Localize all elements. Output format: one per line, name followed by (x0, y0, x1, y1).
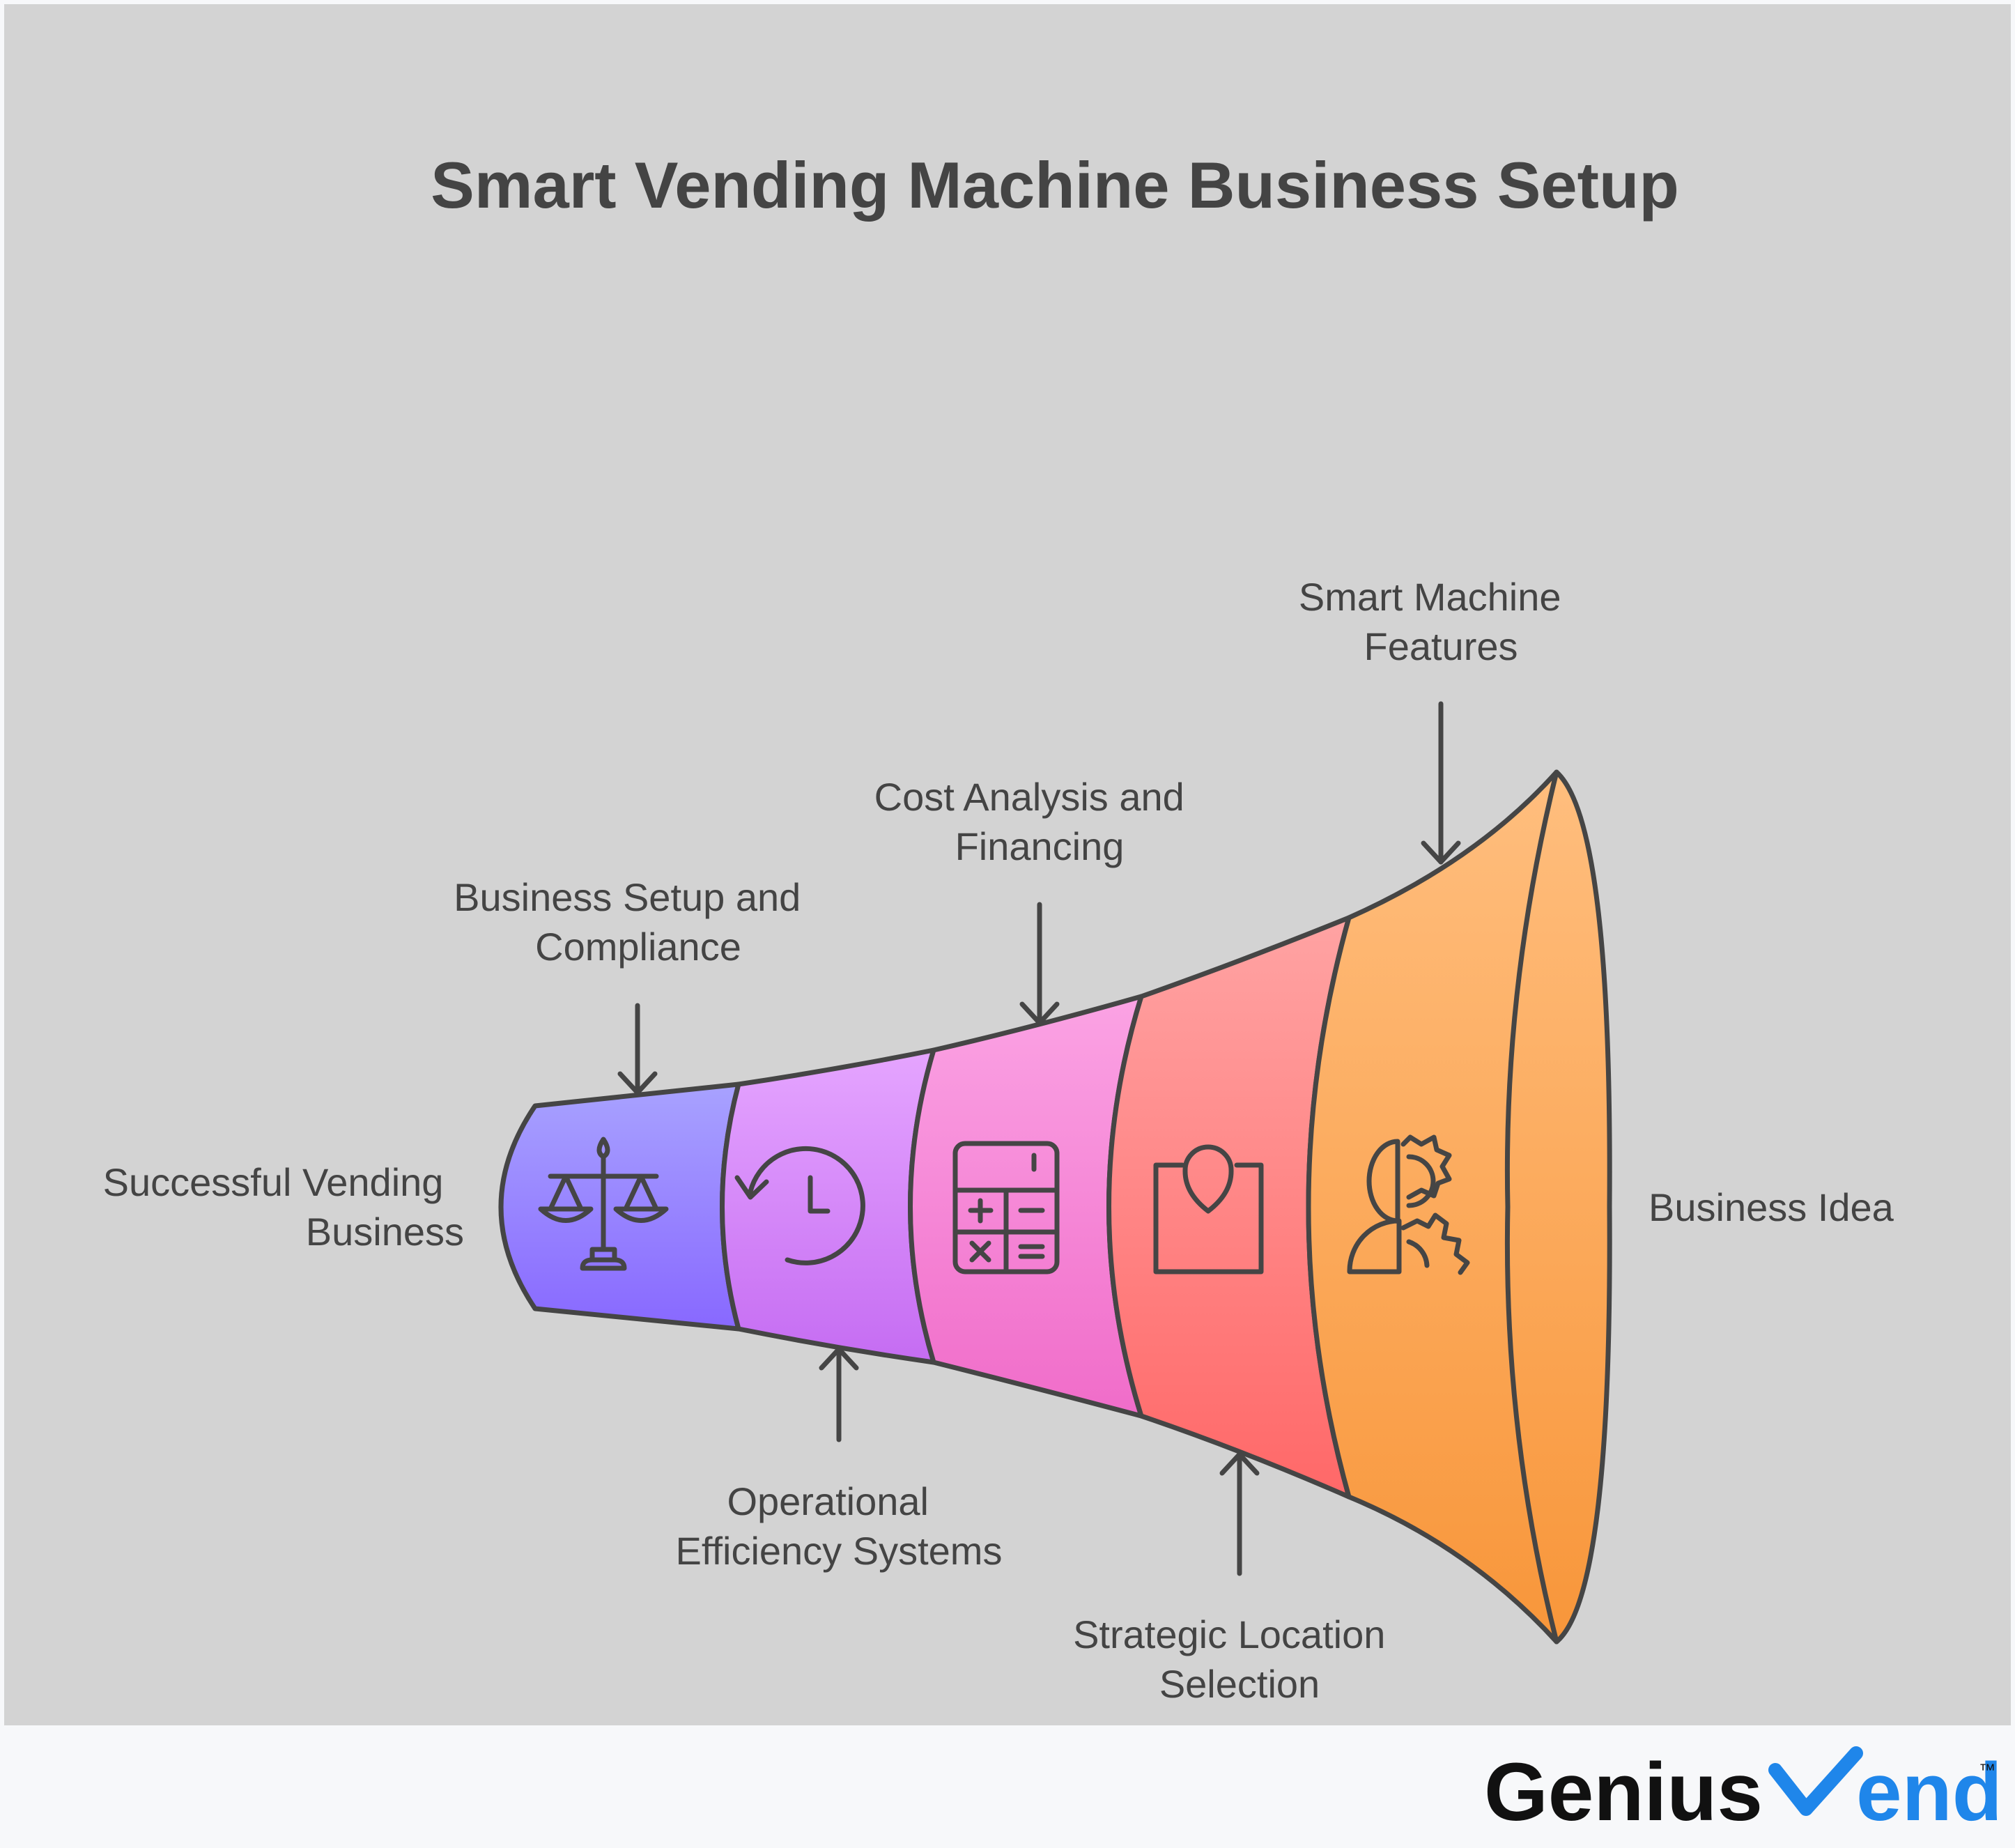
brand-name-part2: end (1856, 1746, 2002, 1838)
label-line: Strategic Location (1073, 1612, 1385, 1656)
label-line: Successful Vending (103, 1160, 444, 1204)
label-line: Selection (1159, 1662, 1320, 1706)
brand-name-part1: Genius (1484, 1746, 1763, 1838)
brand-trademark: ™ (1979, 1761, 1995, 1780)
svg-text:end: end (1856, 1746, 2002, 1838)
arrow-strategic-location (1219, 1452, 1260, 1576)
stage-label-strategic-location: Strategic Location Selection (1073, 1612, 1396, 1706)
stage-label-smart-machine-features: Smart Machine Features (1299, 575, 1572, 668)
head-gear-icon (1347, 1134, 1470, 1275)
history-clock-icon (734, 1146, 865, 1265)
arrow-smart-features (1421, 701, 1461, 865)
label-line: Financing (955, 824, 1125, 868)
funnel-segment-2 (720, 1047, 936, 1365)
geniusvend-logo: Genius end ™ (1484, 1746, 2002, 1838)
stage-label-business-setup-compliance: Business Setup and Compliance (454, 875, 812, 969)
check-mark-icon (1768, 1746, 1863, 1816)
label-line: Smart Machine (1299, 575, 1561, 619)
funnel-mouth (1504, 769, 1612, 1645)
balance-scale-icon (538, 1137, 669, 1271)
location-pin-icon (1153, 1144, 1264, 1275)
label-line: Efficiency Systems (676, 1529, 1003, 1573)
diagram-panel (4, 4, 2011, 1725)
diagram-title: Smart Vending Machine Business Setup (431, 148, 1679, 222)
label-line: Compliance (535, 925, 741, 969)
label-line: Operational (727, 1479, 929, 1523)
label-line: Business (306, 1210, 464, 1254)
stage-label-operational-efficiency: Operational Efficiency Systems (676, 1479, 1003, 1573)
stage-label-successful-vending-business: Successful Vending Business (103, 1160, 464, 1254)
label-line: Cost Analysis and (874, 775, 1184, 819)
label-line: Business Idea (1649, 1185, 1894, 1229)
arrow-cost-analysis (1019, 902, 1060, 1026)
arrow-operational (819, 1346, 859, 1442)
label-line: Features (1364, 624, 1518, 668)
svg-text:Genius: Genius (1484, 1746, 1763, 1838)
svg-text:™: ™ (1979, 1761, 1995, 1780)
label-line: Business Setup and (454, 875, 801, 919)
stage-label-business-idea: Business Idea (1649, 1185, 1894, 1229)
arrow-business-setup (617, 1003, 658, 1095)
calculator-icon (952, 1141, 1060, 1275)
stage-label-cost-analysis-financing: Cost Analysis and Financing (874, 775, 1196, 868)
